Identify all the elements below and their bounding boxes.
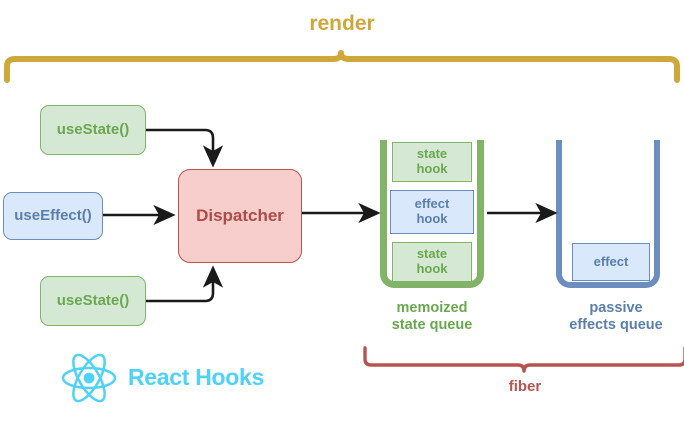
memoized-state-queue-caption: memoized state queue [372,300,492,335]
react-hooks-wordmark: React Hooks [128,364,265,390]
effect-hook-item-line2: hook [416,211,448,226]
useeffect-box[interactable]: useEffect() [3,192,103,240]
react-atom-icon [61,353,117,403]
memoized-caption-line2: state queue [391,317,473,334]
state-hook-item-2-line2: hook [416,261,448,276]
effect-item[interactable]: effect [572,243,650,281]
arrow-usestate-top-to-dispatcher [146,128,224,168]
usestate-top-box[interactable]: useState() [40,105,146,155]
dispatcher-label: Dispatcher [196,205,284,225]
passive-caption-line1: passive [589,300,643,316]
render-bracket-brace [4,50,680,83]
dispatcher-box[interactable]: Dispatcher [178,169,302,263]
effect-item-label: effect [593,253,629,269]
render-bracket-label: render [309,12,375,35]
passive-effects-queue-walls [556,140,660,288]
effect-hook-item-text: effect hook [415,197,450,226]
passive-effects-queue-container [556,140,660,288]
usestate-bottom-label: useState() [56,291,130,309]
state-hook-item-1-text: state hook [416,147,447,176]
useeffect-label: useEffect() [14,206,92,224]
passive-effects-queue-caption: passive effects queue [542,300,684,335]
passive-caption-line2: effects queue [569,317,663,334]
state-hook-item-1-line1: state [416,146,448,162]
state-hook-item-2-line1: state [416,246,448,262]
memoized-state-queue-container [380,140,484,288]
memoized-caption-line1: memoized [396,300,468,316]
state-hook-item-1-line2: hook [416,161,448,176]
usestate-top-label: useState() [56,120,130,138]
fiber-bracket-label: fiber [508,378,542,395]
arrow-usestate-bottom-to-dispatcher [146,265,224,303]
memoized-state-queue-walls [380,140,484,288]
effect-hook-item-line1: effect [414,196,450,212]
state-hook-item-1[interactable]: state hook [392,142,472,182]
state-hook-item-2-text: state hook [416,247,447,276]
usestate-bottom-box[interactable]: useState() [40,276,146,326]
fiber-bracket-brace [363,346,684,373]
state-hook-item-2[interactable]: state hook [392,242,472,282]
effect-hook-item[interactable]: effect hook [390,190,474,234]
